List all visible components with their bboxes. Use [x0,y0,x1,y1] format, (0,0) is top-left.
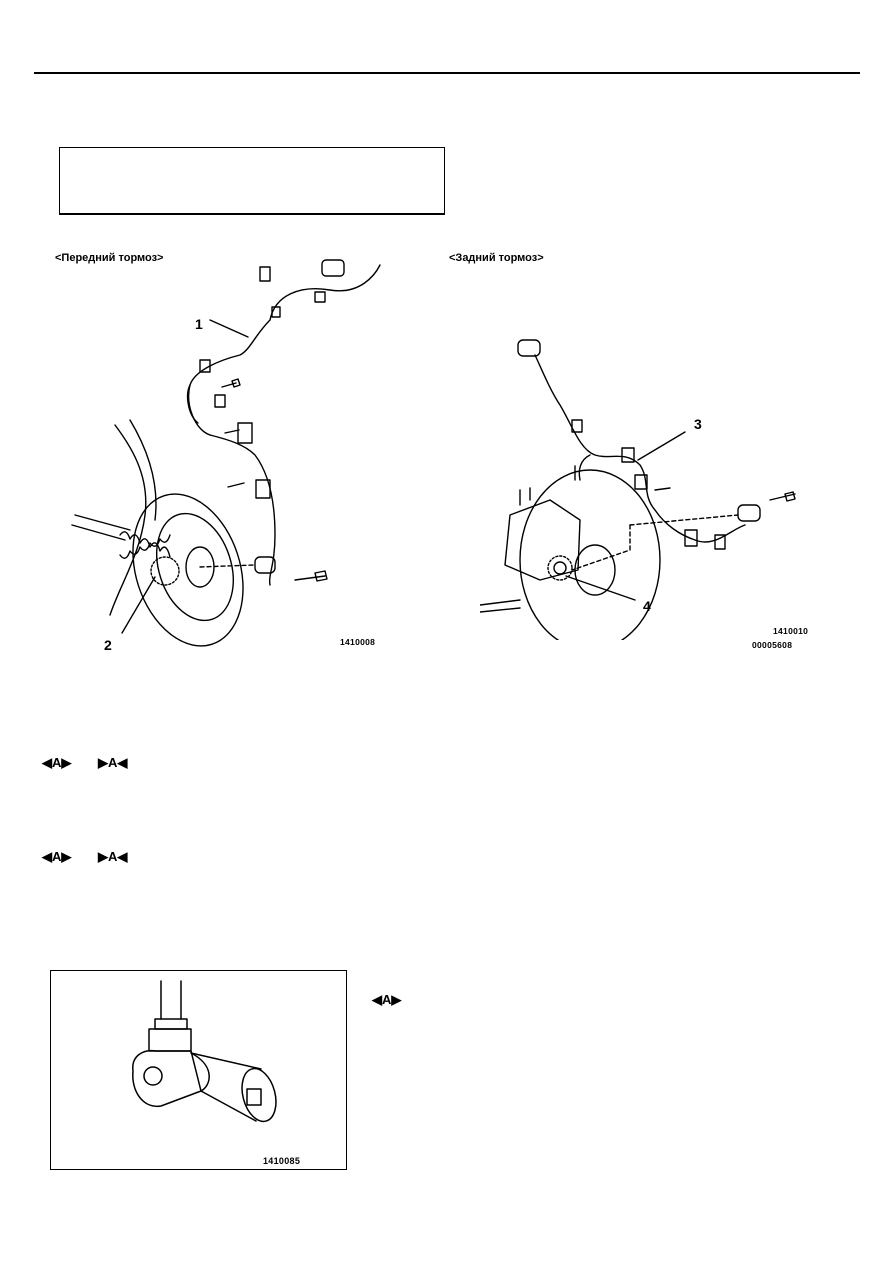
service-mark-a-disassembly: ◀A▶ [42,755,72,770]
service-mark-a-reassembly: ▶A◀ [98,755,128,770]
title-box [59,147,445,215]
callout-1: 1 [195,316,203,332]
callout-2: 2 [104,637,112,653]
header-rule [34,72,860,74]
rear-brake-illustration [480,339,796,640]
wheel-speed-sensor-illustration [132,980,277,1123]
front-brake-caption: <Передний тормоз> [55,252,164,264]
service-mark-a-reassembly-2: ▶A◀ [98,849,128,864]
sensor-inset-frame: 1410085 [50,970,347,1170]
callout-4: 4 [643,598,651,614]
rear-figure-code: 1410010 [773,626,809,636]
front-figure-code: 1410008 [340,637,376,647]
rear-figure-doc-number: 00005608 [752,640,793,650]
service-mark-a-disassembly-2: ◀A▶ [42,849,72,864]
front-brake-illustration [71,259,381,647]
rear-brake-caption: <Задний тормоз> [449,252,544,264]
callout-3: 3 [694,416,702,432]
inset-figure-code: 1410085 [263,1156,301,1166]
service-mark-a-inset: ◀A▶ [372,992,402,1007]
